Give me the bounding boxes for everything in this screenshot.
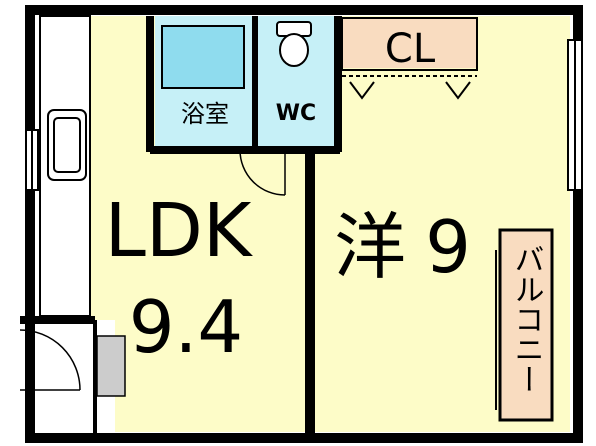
bath-label: 浴室 xyxy=(181,100,229,128)
ldk-size: 9.4 xyxy=(129,285,244,369)
entrance-door-swing xyxy=(19,329,81,391)
closet-door-marks xyxy=(342,75,477,100)
western-room-label: 洋 xyxy=(334,205,406,289)
balcony-outline xyxy=(498,228,554,422)
closet-label: CL xyxy=(385,26,436,72)
windows xyxy=(25,39,583,191)
sink-icon xyxy=(47,109,87,181)
bath-door-swing xyxy=(239,149,286,196)
western-room-size: 9 xyxy=(425,205,471,289)
toilet-icon xyxy=(276,21,312,67)
bathtub-icon xyxy=(161,25,245,89)
outer-wall xyxy=(25,5,583,443)
closet-floor xyxy=(342,18,477,68)
shoe-cabinet xyxy=(96,335,126,397)
balcony-label: バルコニー xyxy=(509,244,544,394)
ldk-label: LDK xyxy=(105,188,254,274)
balcony-floor xyxy=(500,230,552,420)
sliding-doors xyxy=(305,240,497,420)
doors xyxy=(19,149,286,391)
wc-label: WC xyxy=(276,101,316,126)
closet-outline xyxy=(341,17,478,71)
